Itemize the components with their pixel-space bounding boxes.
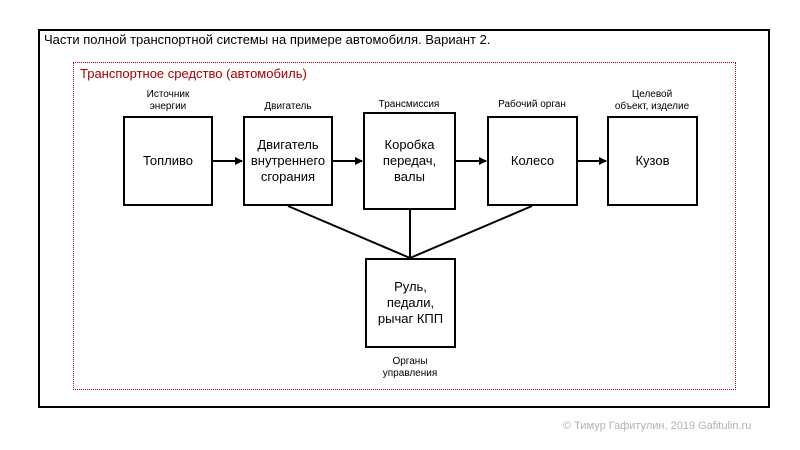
caption-transmission: Трансмиссия (378, 99, 440, 110)
node-wheel: Колесо (487, 116, 578, 206)
node-controls-label: Руль,педали,рычаг КПП (377, 278, 444, 327)
vehicle-boundary (73, 62, 736, 390)
node-fuel: Топливо (123, 116, 213, 206)
node-body-label: Кузов (635, 152, 670, 168)
link-engine-to-controls (287, 205, 411, 259)
vehicle-title: Транспортное средство (автомобиль) (80, 66, 307, 81)
system-frame (38, 29, 770, 408)
link-wheel-to-controls (409, 205, 533, 259)
node-controls: Руль,педали,рычаг КПП (365, 258, 456, 348)
copyright-notice: © Тимур Гафитулин, 2019 Gafitulin.ru (563, 420, 752, 432)
diagram-title: Части полной транспортной системы на при… (44, 32, 491, 47)
node-body: Кузов (607, 116, 698, 206)
node-fuel-label: Топливо (142, 152, 194, 168)
caption-engine: Двигатель (264, 101, 312, 112)
caption-working-part: Рабочий орган (498, 99, 566, 110)
node-wheel-label: Колесо (510, 152, 555, 168)
